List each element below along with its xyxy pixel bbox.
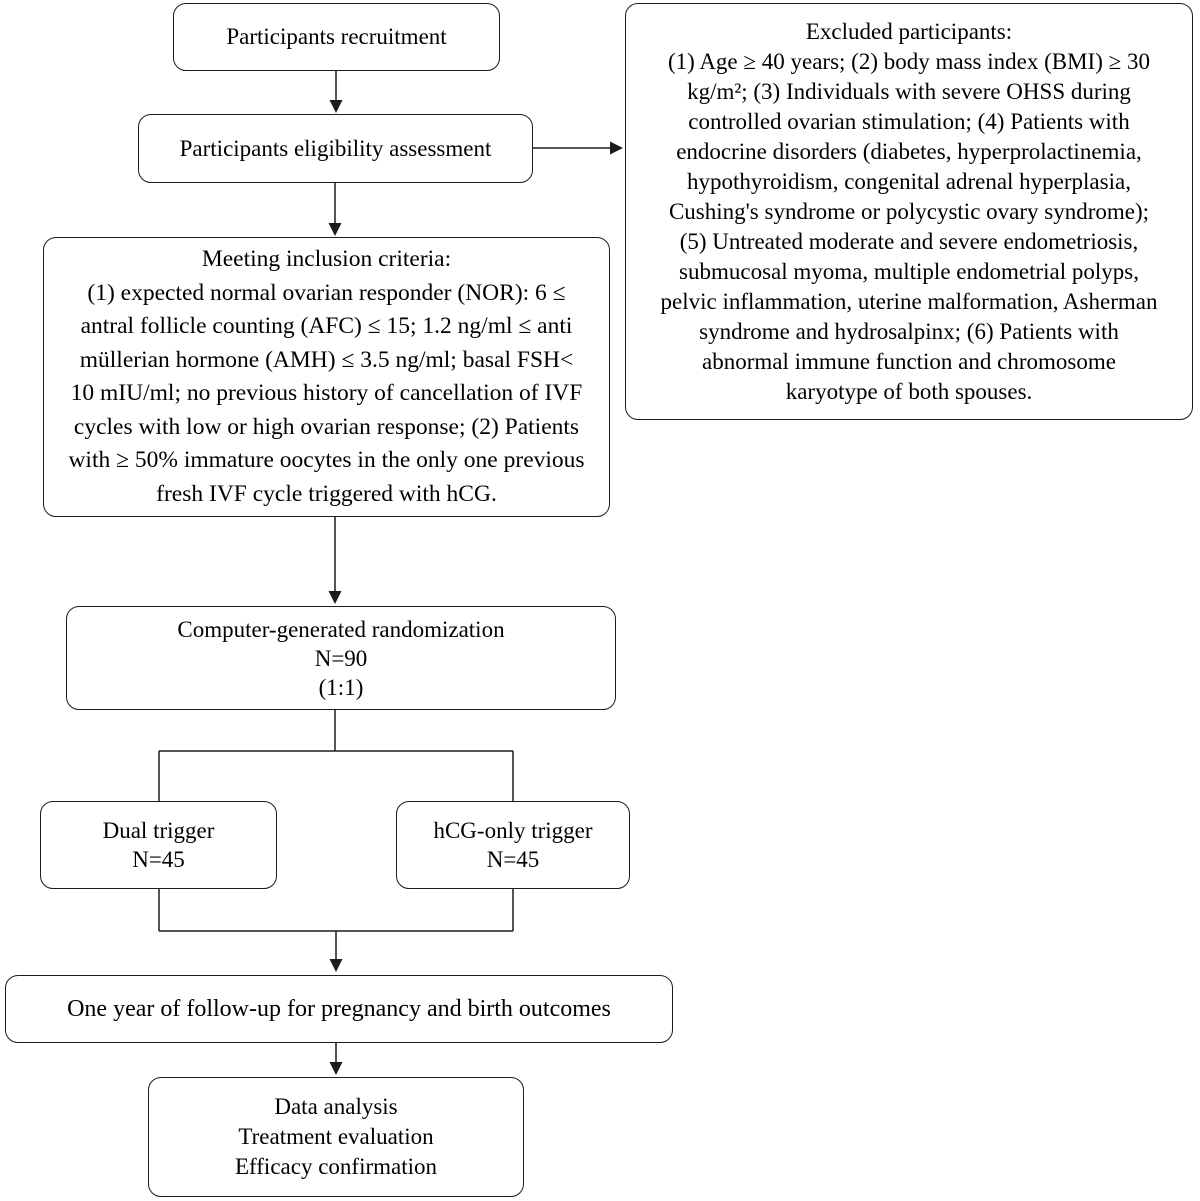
participants-recruitment-box: Participants recruitment [173, 3, 500, 71]
eligibility-assessment-box: Participants eligibility assessment [138, 114, 533, 183]
inclusion-criteria-label: Meeting inclusion criteria: (1) expected… [68, 246, 585, 507]
eligibility-assessment-label: Participants eligibility assessment [179, 135, 492, 161]
merge-arms-to-followup [158, 889, 514, 972]
arrow-inclusion-to-randomization [328, 517, 342, 604]
hcg-only-trigger-arm-box: hCG-only trigger N=45 [396, 801, 630, 889]
arrow-recruitment-to-eligibility [329, 71, 343, 113]
arrow-eligibility-to-inclusion [328, 183, 342, 236]
analysis-box: Data analysis Treatment evaluation Effic… [148, 1077, 524, 1197]
followup-label: One year of follow-up for pregnancy and … [67, 995, 611, 1022]
branch-randomization-to-arms [158, 710, 514, 801]
arrow-eligibility-to-excluded [533, 141, 623, 155]
dual-trigger-arm-label: Dual trigger N=45 [102, 818, 215, 872]
inclusion-criteria-box: Meeting inclusion criteria: (1) expected… [43, 237, 610, 517]
arrow-followup-to-analysis [329, 1043, 343, 1075]
excluded-participants-label: Excluded participants: (1) Age ≥ 40 year… [660, 18, 1158, 404]
participants-recruitment-label: Participants recruitment [226, 24, 447, 49]
dual-trigger-arm-box: Dual trigger N=45 [40, 801, 277, 889]
analysis-label: Data analysis Treatment evaluation Effic… [234, 1094, 437, 1179]
randomization-label: Computer-generated randomization N=90 (1… [177, 616, 505, 700]
excluded-participants-box: Excluded participants: (1) Age ≥ 40 year… [625, 3, 1193, 420]
followup-box: One year of follow-up for pregnancy and … [5, 975, 673, 1043]
hcg-only-trigger-arm-label: hCG-only trigger N=45 [433, 818, 593, 872]
randomization-box: Computer-generated randomization N=90 (1… [66, 606, 616, 710]
